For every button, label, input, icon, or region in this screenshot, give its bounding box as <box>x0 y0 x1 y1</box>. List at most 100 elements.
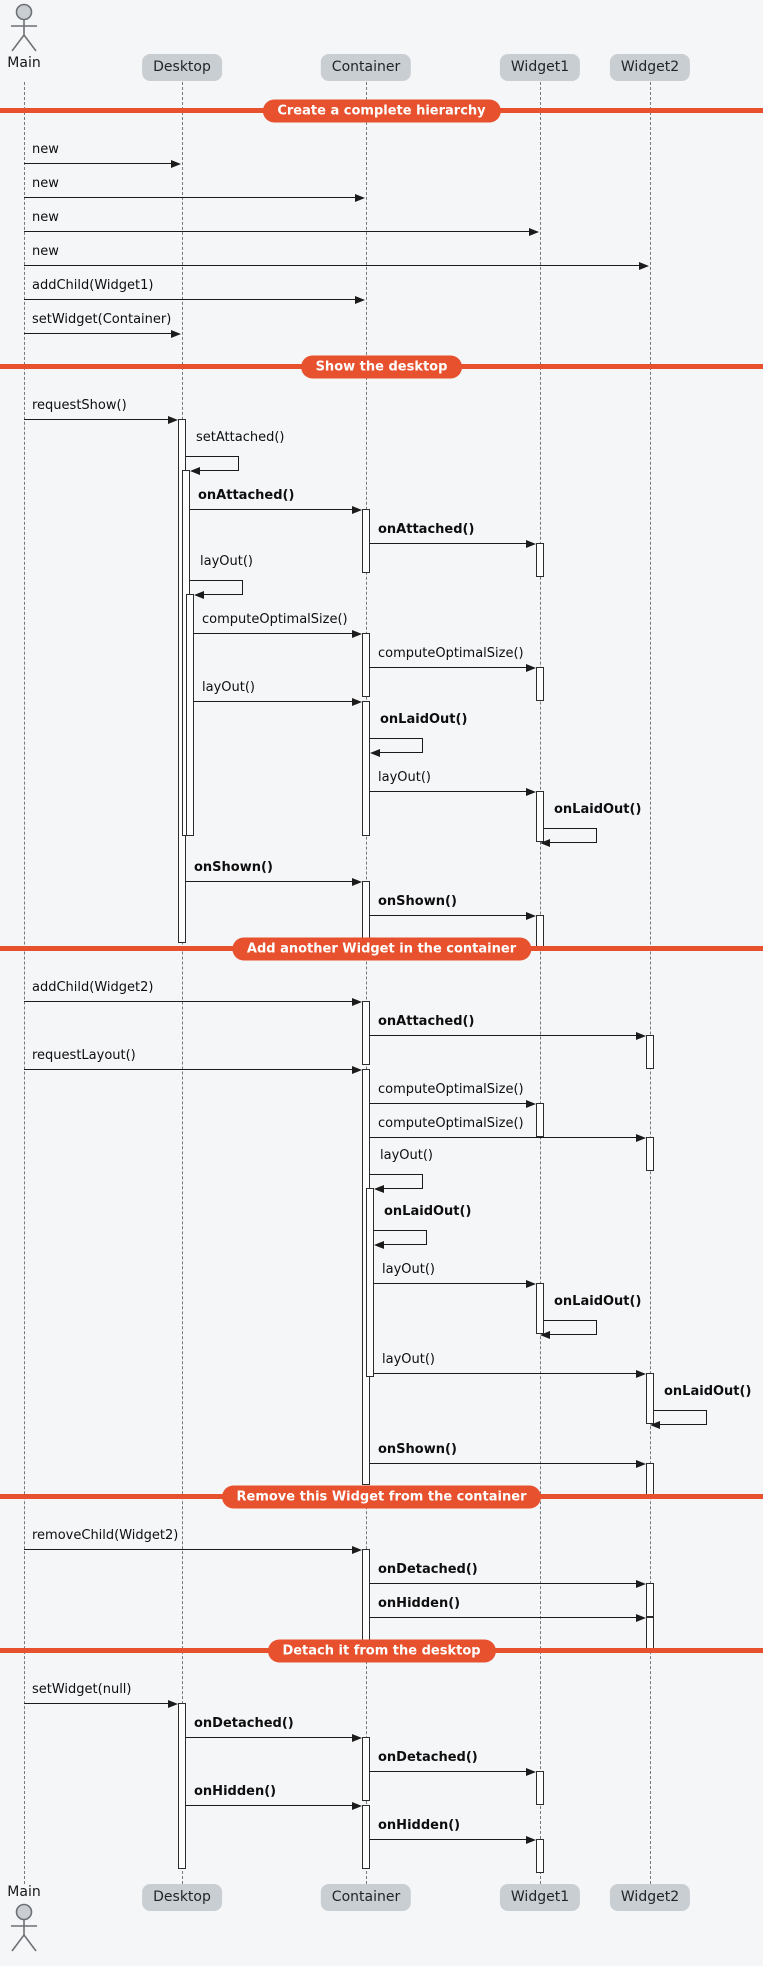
message-arrow <box>24 299 355 301</box>
message-label: onAttached() <box>378 1014 475 1029</box>
arrowhead-right-icon <box>352 877 362 886</box>
message-arrow <box>186 881 352 883</box>
activation-bar <box>536 1771 544 1805</box>
message-label: setWidget(null) <box>32 1682 132 1697</box>
arrowhead-right-icon <box>526 539 536 548</box>
self-message-label: layOut() <box>380 1148 433 1163</box>
participant-desktop-footer: Desktop <box>142 1884 222 1911</box>
message-arrow <box>24 163 171 165</box>
message-label: onHidden() <box>378 1596 461 1611</box>
message-arrow <box>24 231 529 233</box>
arrowhead-right-icon <box>355 193 365 202</box>
message-label: onDetached() <box>378 1750 478 1765</box>
arrowhead-right-icon <box>529 227 539 236</box>
message-label: setWidget(Container) <box>32 312 172 327</box>
activation-bar <box>536 1283 544 1334</box>
self-message-out <box>374 1230 426 1232</box>
arrowhead-right-icon <box>352 629 362 638</box>
arrowhead-right-icon <box>636 1579 646 1588</box>
message-arrow <box>24 265 639 267</box>
message-arrow <box>370 915 526 917</box>
message-label: onDetached() <box>378 1562 478 1577</box>
participant-container-footer: Container <box>320 1884 412 1911</box>
self-message-out <box>190 580 242 582</box>
message-arrow <box>24 197 355 199</box>
lifeline-container <box>366 82 367 1884</box>
self-message-return <box>550 842 598 844</box>
actor-icon <box>6 1902 42 1958</box>
arrowhead-right-icon <box>352 1801 362 1810</box>
self-message-side <box>596 828 598 842</box>
activation-bar <box>362 1805 370 1869</box>
message-label: removeChild(Widget2) <box>32 1528 179 1543</box>
self-message-out <box>186 456 238 458</box>
lifeline-main <box>24 82 25 1884</box>
arrowhead-left-icon <box>650 1420 660 1429</box>
self-message-label: onLaidOut() <box>664 1384 752 1399</box>
arrowhead-right-icon <box>526 1279 536 1288</box>
self-message-return <box>384 1244 428 1246</box>
activation-bar <box>178 1703 186 1869</box>
arrowhead-right-icon <box>526 787 536 796</box>
message-label: new <box>32 176 59 191</box>
arrowhead-right-icon <box>636 1133 646 1142</box>
self-message-side <box>422 1174 424 1188</box>
message-arrow <box>194 633 352 635</box>
message-label: onHidden() <box>194 1784 277 1799</box>
activation-bar <box>536 543 544 577</box>
activation-bar <box>536 1839 544 1873</box>
self-message-label: onLaidOut() <box>554 802 642 817</box>
lifeline-desktop <box>182 82 183 1884</box>
message-arrow <box>370 1771 526 1773</box>
participant-desktop-header: Desktop <box>142 54 222 81</box>
lifeline-widget2 <box>650 82 651 1884</box>
message-label: onHidden() <box>378 1818 461 1833</box>
self-message-label: layOut() <box>200 554 253 569</box>
self-message-out <box>544 828 596 830</box>
arrowhead-right-icon <box>352 1545 362 1554</box>
message-label: onDetached() <box>194 1716 294 1731</box>
activation-bar <box>646 1035 654 1069</box>
section-divider: Detach it from the desktop <box>267 1639 496 1662</box>
self-message-return <box>380 752 424 754</box>
section-divider: Show the desktop <box>300 355 463 378</box>
self-message-side <box>422 738 424 752</box>
arrowhead-right-icon <box>526 663 536 672</box>
message-label: new <box>32 210 59 225</box>
self-message-side <box>426 1230 428 1244</box>
message-label: onShown() <box>194 860 273 875</box>
arrowhead-left-icon <box>370 748 380 757</box>
section-divider: Create a complete hierarchy <box>262 99 501 122</box>
message-arrow <box>190 509 352 511</box>
self-message-return <box>550 1334 598 1336</box>
message-label: addChild(Widget2) <box>32 980 154 995</box>
self-message-side <box>238 456 240 470</box>
message-label: onShown() <box>378 894 457 909</box>
activation-bar <box>536 667 544 701</box>
participant-widget1-footer: Widget1 <box>499 1884 581 1911</box>
message-label: onAttached() <box>198 488 295 503</box>
arrowhead-left-icon <box>190 466 200 475</box>
message-label: requestLayout() <box>32 1048 136 1063</box>
section-divider: Remove this Widget from the container <box>221 1485 542 1508</box>
section-divider: Add another Widget in the container <box>231 937 532 960</box>
arrowhead-left-icon <box>374 1184 384 1193</box>
self-message-side <box>242 580 244 594</box>
self-message-label: onLaidOut() <box>384 1204 472 1219</box>
arrowhead-right-icon <box>526 1099 536 1108</box>
arrowhead-right-icon <box>352 505 362 514</box>
activation-bar <box>362 633 370 697</box>
self-message-out <box>544 1320 596 1322</box>
arrowhead-right-icon <box>171 159 181 168</box>
arrowhead-right-icon <box>639 261 649 270</box>
message-label: addChild(Widget1) <box>32 278 154 293</box>
activation-bar <box>186 594 194 836</box>
self-message-label: onLaidOut() <box>380 712 468 727</box>
arrowhead-right-icon <box>352 1733 362 1742</box>
arrowhead-left-icon <box>540 838 550 847</box>
message-arrow <box>370 667 526 669</box>
message-arrow <box>24 419 168 421</box>
self-message-label: setAttached() <box>196 430 285 445</box>
message-label: onAttached() <box>378 522 475 537</box>
